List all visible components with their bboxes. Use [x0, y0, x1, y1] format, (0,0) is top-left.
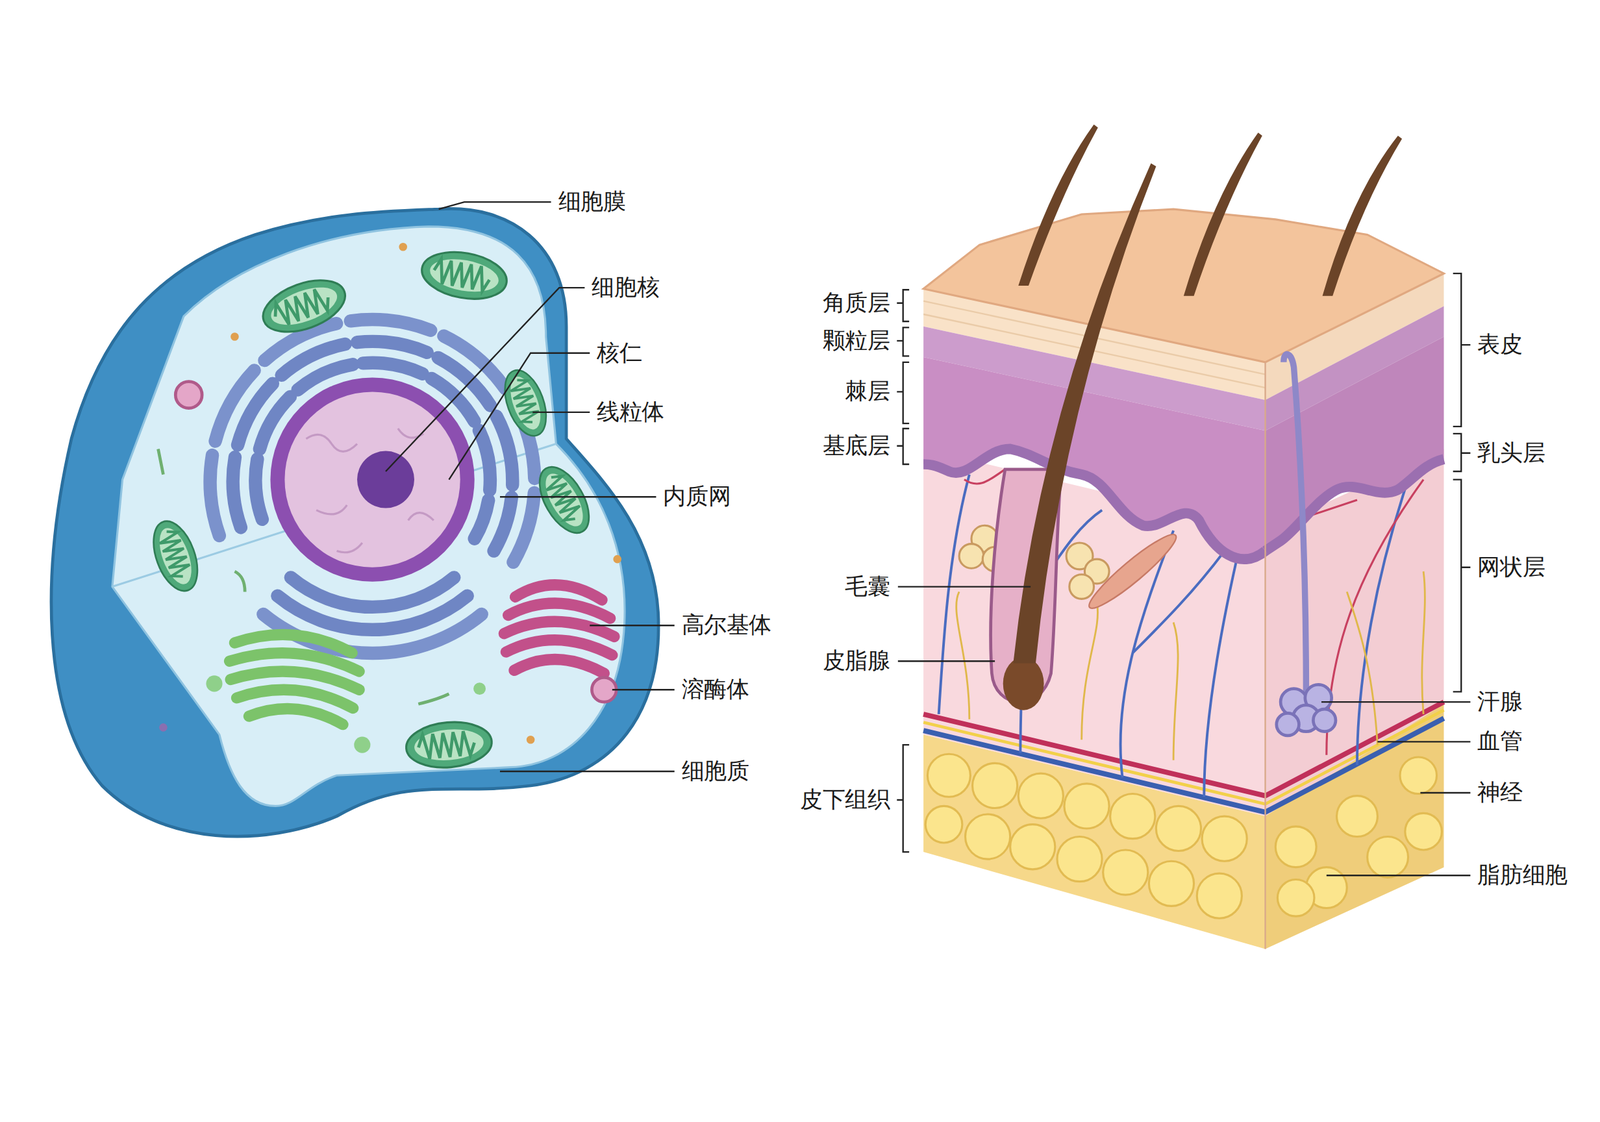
leader-lines [385, 201, 675, 772]
part-label: 网状层 [1477, 553, 1545, 581]
skin-section [923, 124, 1444, 950]
animal-cell [51, 208, 659, 837]
part-label: 线粒体 [596, 398, 665, 426]
part-label: 溶酶体 [681, 676, 750, 704]
part-label: 表皮 [1477, 331, 1523, 359]
part-label: 棘层 [844, 378, 890, 406]
part-label: 核仁 [596, 339, 642, 367]
part-label: 基底层 [822, 432, 891, 460]
part-label: 高尔基体 [681, 612, 772, 639]
part-label: 汗腺 [1477, 688, 1523, 716]
part-label: 血管 [1477, 728, 1523, 756]
part-label: 毛囊 [844, 573, 890, 600]
brackets-and-leaders [896, 273, 1471, 876]
part-label: 皮下组织 [800, 787, 890, 814]
part-label: 乳头层 [1477, 439, 1545, 467]
part-label: 神经 [1477, 779, 1523, 807]
part-label: 皮脂腺 [822, 648, 891, 675]
part-label: 内质网 [662, 483, 731, 511]
part-label: 角质层 [822, 289, 891, 317]
part-label: 颗粒层 [822, 327, 891, 354]
part-label: 细胞核 [591, 274, 660, 302]
part-label: 细胞膜 [558, 188, 626, 216]
part-label: 脂肪细胞 [1477, 862, 1567, 889]
part-label: 细胞质 [681, 758, 750, 786]
